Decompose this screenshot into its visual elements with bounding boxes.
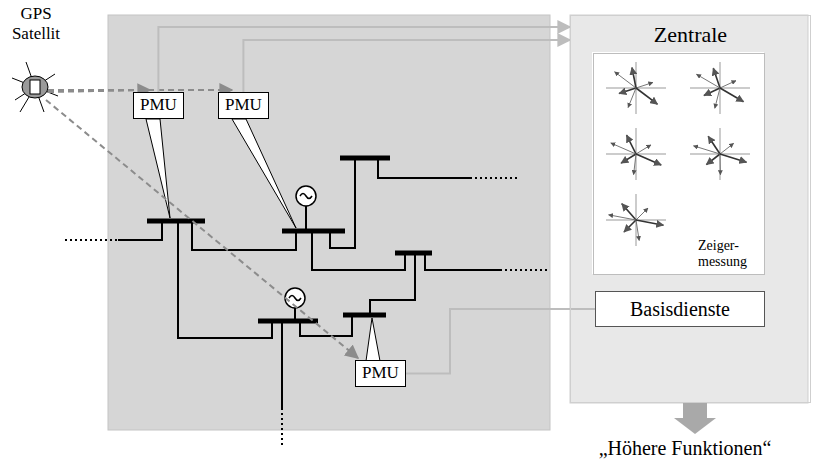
output-label: „Höhere Funktionen“ xyxy=(560,437,810,460)
node-text: Zentrale xyxy=(571,16,810,48)
output-arrow xyxy=(674,403,716,434)
feeder-dotted xyxy=(65,178,548,448)
satellite-label: GPS Satellit xyxy=(0,4,72,44)
pmu-box: PMU xyxy=(355,360,406,387)
node-text: PMU xyxy=(140,95,177,115)
central-panel: ZentraleZeiger- messungBasisdienste xyxy=(570,15,811,403)
node-text: Zeiger- messung xyxy=(698,238,760,270)
gps-satellite xyxy=(12,62,58,112)
phasor-diagrams xyxy=(606,62,750,246)
data-link xyxy=(158,27,570,92)
central-panel xyxy=(570,15,808,403)
phasor-panel xyxy=(592,52,764,274)
pmu-box: PMU xyxy=(133,92,184,119)
network-panel xyxy=(108,15,550,430)
phasor-box: Zeiger- messung xyxy=(593,53,765,275)
gps-signal xyxy=(46,90,358,358)
node-text: PMU xyxy=(362,363,399,383)
node-text: PMU xyxy=(225,95,262,115)
generator-symbol xyxy=(285,186,316,308)
data-link xyxy=(243,40,570,92)
service-box: Basisdienste xyxy=(595,291,765,327)
pmu-callout-tail xyxy=(146,119,380,361)
data-link xyxy=(406,309,595,374)
pmu-box: PMU xyxy=(218,92,269,119)
busbars xyxy=(147,158,432,321)
grid-lines xyxy=(118,159,500,408)
node-text: Basisdienste xyxy=(630,298,730,321)
